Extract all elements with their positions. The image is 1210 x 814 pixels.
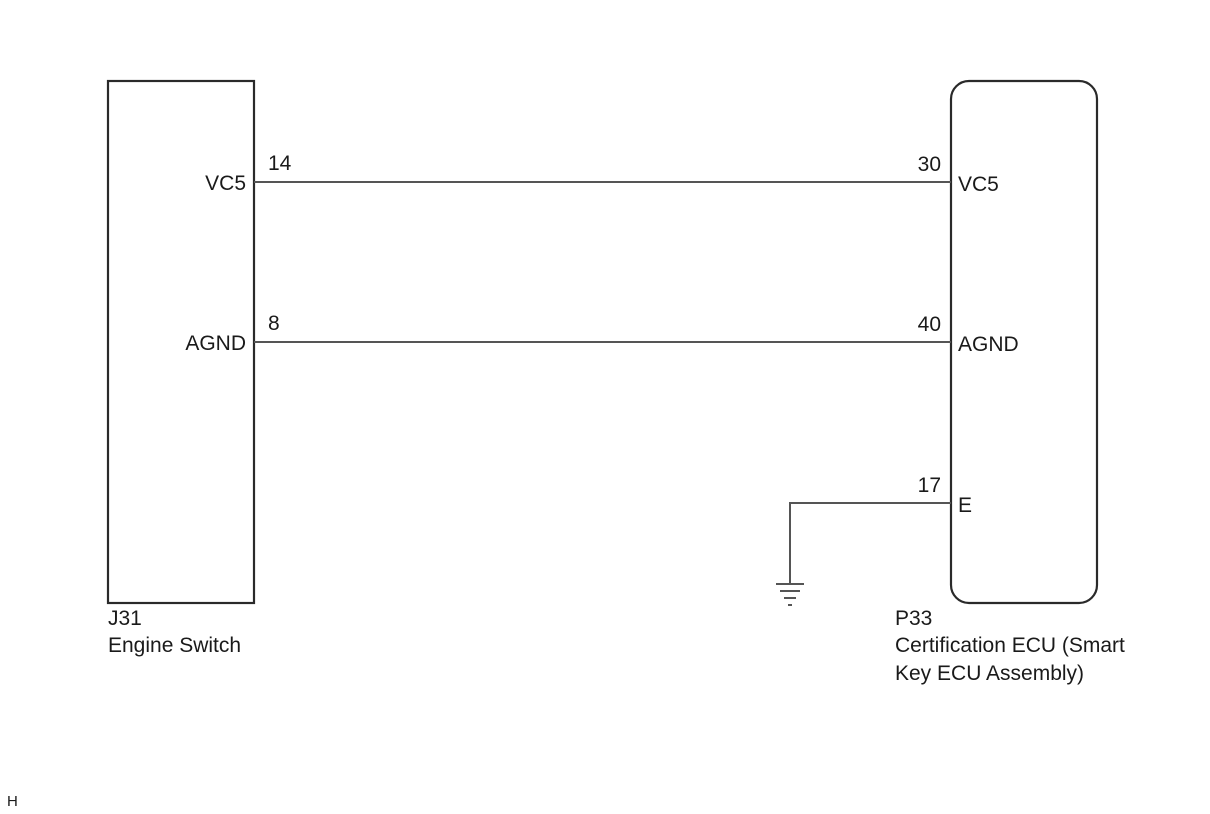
p33-pin-label-e: E bbox=[958, 494, 972, 517]
p33-component-name-line2: Key ECU Assembly) bbox=[895, 662, 1084, 685]
engine-switch-box bbox=[106, 79, 256, 605]
p33-pin-number-17: 17 bbox=[918, 474, 941, 497]
footer-mark: H bbox=[7, 793, 18, 810]
ground-wire bbox=[789, 502, 951, 584]
ground-icon bbox=[776, 583, 804, 606]
p33-component-name-line1: Certification ECU (Smart bbox=[895, 634, 1125, 657]
j31-pin-label-agnd: AGND bbox=[185, 332, 246, 355]
j31-connector-code: J31 bbox=[108, 607, 142, 630]
j31-pin-number-14: 14 bbox=[268, 152, 292, 175]
p33-connector-code: P33 bbox=[895, 607, 932, 630]
j31-pin-number-8: 8 bbox=[268, 312, 280, 335]
j31-component-name: Engine Switch bbox=[108, 634, 241, 657]
j31-pin-label-vc5: VC5 bbox=[205, 172, 246, 195]
p33-pin-number-30: 30 bbox=[918, 153, 941, 176]
p33-pin-label-agnd: AGND bbox=[958, 333, 1019, 356]
p33-pin-label-vc5: VC5 bbox=[958, 173, 999, 196]
p33-pin-number-40: 40 bbox=[918, 313, 941, 336]
